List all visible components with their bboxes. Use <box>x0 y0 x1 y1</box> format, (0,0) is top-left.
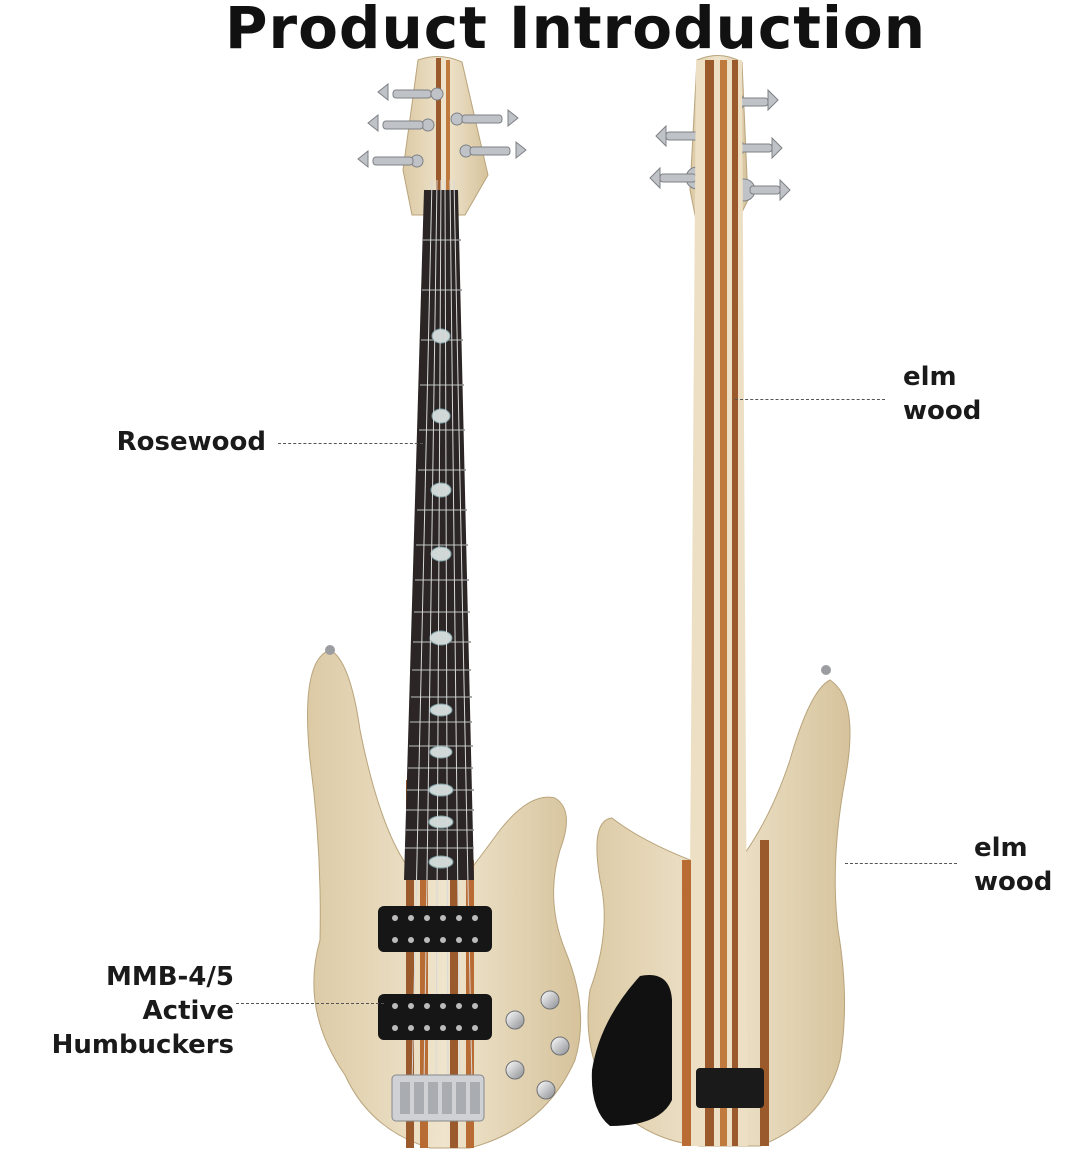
back-battery-cover <box>696 1068 764 1108</box>
front-knobs <box>505 990 570 1100</box>
label-body-wood-line2: wood <box>974 867 1053 897</box>
label-body-wood-line1: elm <box>974 833 1028 863</box>
leader-body-wood <box>845 863 957 864</box>
leader-neck-wood <box>735 399 885 400</box>
leader-rosewood <box>278 443 423 444</box>
label-pickups: MMB-4/5 Active Humbuckers <box>0 960 234 1062</box>
front-pickups <box>378 906 492 1040</box>
page-title: Product Introduction <box>224 0 927 62</box>
leader-pickups <box>236 1003 384 1004</box>
label-pickups-line1: MMB-4/5 <box>105 962 234 992</box>
label-pickups-line2: Active <box>142 996 234 1026</box>
back-neck <box>688 60 748 1146</box>
front-bass <box>307 56 582 1149</box>
back-bass <box>587 55 851 1147</box>
back-pickguard <box>591 975 672 1126</box>
label-body-wood: elm wood <box>974 831 1070 899</box>
label-neck-wood: elm wood <box>903 360 1043 428</box>
label-neck-wood-line2: wood <box>903 396 982 426</box>
label-rosewood-text: Rosewood <box>116 427 266 457</box>
label-rosewood: Rosewood <box>40 425 266 459</box>
label-pickups-line3: Humbuckers <box>51 1030 234 1060</box>
label-neck-wood-line1: elm <box>903 362 957 392</box>
